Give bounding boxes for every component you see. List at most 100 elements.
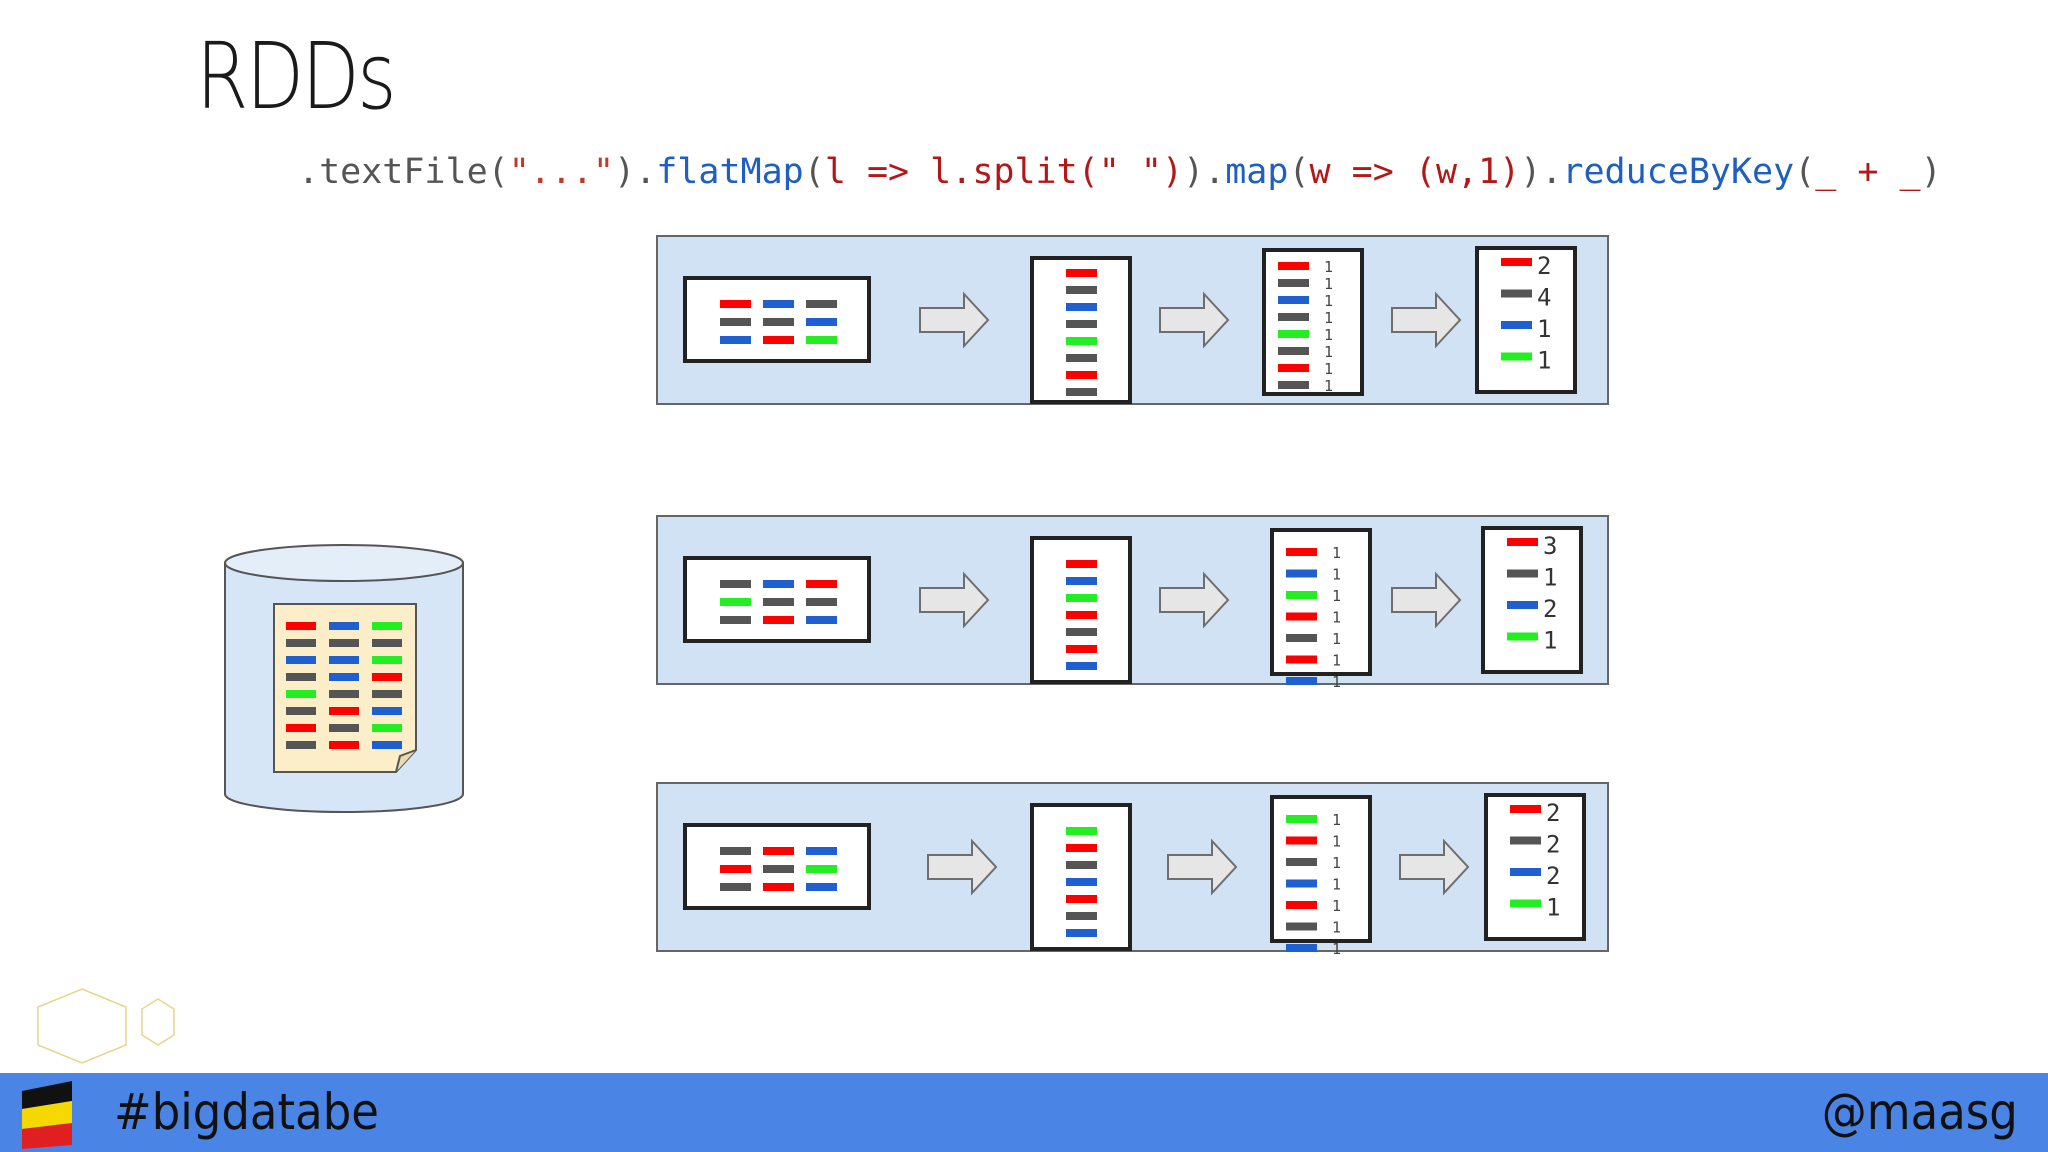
pair-word-dash: [1278, 296, 1309, 304]
pair-count: 1: [1332, 609, 1341, 627]
flat-word-dash: [1066, 560, 1097, 568]
pair-word-dash: [1278, 381, 1309, 389]
code-token: w => (w,1): [1309, 152, 1521, 192]
source-word-dash: [329, 741, 359, 749]
twitter-handle[interactable]: @maasg: [1821, 1083, 2018, 1141]
pair-count: 1: [1332, 673, 1341, 691]
reduced-count: 1: [1537, 347, 1551, 375]
text-word-dash: [806, 616, 837, 624]
right-arrow-icon: [1391, 291, 1462, 349]
pair-word-dash: [1286, 815, 1317, 823]
reduced-count: 2: [1546, 799, 1560, 827]
flat-word-dash: [1066, 662, 1097, 670]
code-snippet: .textFile("...").flatMap(l => l.split(" …: [298, 148, 1942, 196]
text-word-dash: [806, 300, 837, 308]
pair-count: 1: [1332, 833, 1341, 851]
reduced-count: 4: [1537, 284, 1551, 312]
text-word-dash: [763, 300, 794, 308]
source-word-dash: [372, 724, 402, 732]
text-word-dash: [763, 598, 794, 606]
pair-count: 1: [1332, 940, 1341, 958]
source-word-dash: [286, 673, 316, 681]
right-arrow-icon: [1159, 571, 1230, 629]
pairs-box: [1262, 248, 1364, 396]
pair-word-dash: [1286, 548, 1317, 556]
flat-word-dash: [1066, 594, 1097, 602]
code-token: .textFile(: [298, 152, 509, 192]
text-word-dash: [720, 318, 751, 326]
reduced-word-dash: [1510, 836, 1541, 845]
source-word-dash: [329, 707, 359, 715]
text-word-dash: [720, 598, 751, 606]
pair-count: 1: [1332, 630, 1341, 648]
source-word-dash: [372, 690, 402, 698]
text-word-dash: [806, 865, 837, 873]
source-word-dash: [329, 673, 359, 681]
source-word-dash: [372, 639, 402, 647]
pair-count: 1: [1332, 897, 1341, 915]
pair-word-dash: [1278, 364, 1309, 372]
text-word-dash: [806, 318, 837, 326]
code-token: l => l.split(" "): [824, 152, 1184, 192]
flat-word-dash: [1066, 844, 1097, 852]
pair-count: 1: [1332, 566, 1341, 584]
reduced-count: 2: [1546, 862, 1560, 890]
flat-word-dash: [1066, 645, 1097, 653]
pair-count: 1: [1332, 854, 1341, 872]
reduced-word-dash: [1501, 321, 1532, 329]
pair-count: 1: [1324, 360, 1333, 378]
slide-title: RDDs: [196, 23, 397, 130]
text-word-dash: [806, 883, 837, 891]
right-arrow-icon: [919, 291, 990, 349]
flat-word-dash: [1066, 912, 1097, 920]
source-word-dash: [372, 656, 402, 664]
pair-count: 1: [1324, 275, 1333, 293]
code-token: ).: [614, 152, 657, 192]
text-word-dash: [720, 883, 751, 891]
reduced-box: [1475, 246, 1577, 394]
text-word-dash: [806, 580, 837, 588]
text-word-dash: [720, 847, 751, 855]
pair-word-dash: [1286, 879, 1317, 888]
reduced-word-dash: [1510, 868, 1541, 876]
code-token: ).: [1520, 152, 1563, 192]
pair-count: 1: [1332, 652, 1341, 670]
code-token: map: [1225, 152, 1289, 192]
pair-word-dash: [1278, 330, 1309, 338]
pair-word-dash: [1278, 347, 1309, 355]
source-word-dash: [286, 724, 316, 732]
pair-count: 1: [1324, 258, 1333, 276]
pair-word-dash: [1286, 944, 1317, 952]
text-word-dash: [806, 847, 837, 855]
words-box: [1030, 256, 1132, 404]
pair-count: 1: [1324, 309, 1333, 327]
pair-word-dash: [1286, 677, 1317, 685]
code-token: reduceByKey: [1562, 152, 1795, 192]
text-word-dash: [720, 580, 751, 588]
right-arrow-icon: [919, 571, 990, 629]
source-word-dash: [372, 707, 402, 715]
pair-word-dash: [1286, 901, 1317, 909]
flat-word-dash: [1066, 611, 1097, 619]
source-word-dash: [329, 639, 359, 647]
reduced-word-dash: [1507, 538, 1538, 546]
source-word-dash: [372, 673, 402, 681]
reduced-count: 1: [1543, 627, 1557, 655]
pair-count: 1: [1332, 587, 1341, 605]
pair-count: 1: [1324, 326, 1333, 344]
pair-count: 1: [1324, 343, 1333, 361]
text-word-dash: [763, 336, 794, 344]
reduced-box: [1484, 793, 1586, 941]
reduced-box: [1481, 526, 1583, 674]
source-word-dash: [286, 690, 316, 698]
flat-word-dash: [1066, 827, 1097, 835]
hexagon-decoration: [37, 988, 175, 1064]
cylinder-top: [224, 544, 464, 582]
source-word-dash: [286, 622, 316, 630]
right-arrow-icon: [1159, 291, 1230, 349]
flat-word-dash: [1066, 269, 1097, 277]
footer-bar: #bigdatabe @maasg: [0, 1073, 2048, 1152]
right-arrow-icon: [927, 838, 998, 896]
flat-word-dash: [1066, 929, 1097, 937]
text-word-dash: [763, 616, 794, 624]
